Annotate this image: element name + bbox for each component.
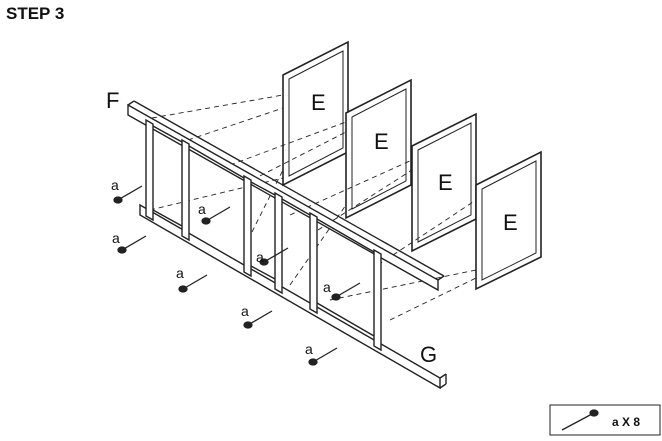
panel-label: E (438, 170, 453, 195)
screw-icon (113, 185, 143, 204)
screw-icon (178, 274, 208, 293)
panel-label: E (503, 210, 518, 235)
alignment-lines (149, 94, 477, 321)
screw-label: a (305, 341, 313, 357)
screw-icon (201, 206, 231, 225)
screw-icon (331, 282, 361, 301)
panel-e-2: E (345, 78, 412, 220)
screws (113, 185, 361, 366)
screw-label: a (256, 249, 264, 265)
screw-label: a (111, 177, 119, 193)
frame-label-g: G (420, 342, 437, 367)
screw-label: a (176, 265, 184, 281)
screw-icon (243, 310, 273, 329)
panel-e-4: E (475, 150, 542, 291)
screw-icon (117, 235, 147, 254)
frame-assembly (127, 100, 447, 390)
screw-label: a (198, 201, 206, 217)
screw-icon (561, 409, 599, 431)
screw-label: a (323, 279, 331, 295)
panel-e-1: E (282, 40, 349, 187)
panel-label: E (311, 90, 326, 115)
screw-labels: a a a a a a a a (111, 177, 331, 357)
screw-label: a (112, 230, 120, 246)
panel-e-3: E (411, 112, 477, 253)
screw-label: a (241, 303, 249, 319)
screw-icon (259, 247, 289, 266)
panel-label: E (374, 129, 389, 154)
step-title: STEP 3 (6, 4, 65, 23)
screw-icon (308, 347, 338, 366)
frame-label-f: F (106, 88, 119, 113)
legend-text: a X 8 (612, 415, 640, 429)
hardware-legend: a X 8 (549, 404, 661, 436)
